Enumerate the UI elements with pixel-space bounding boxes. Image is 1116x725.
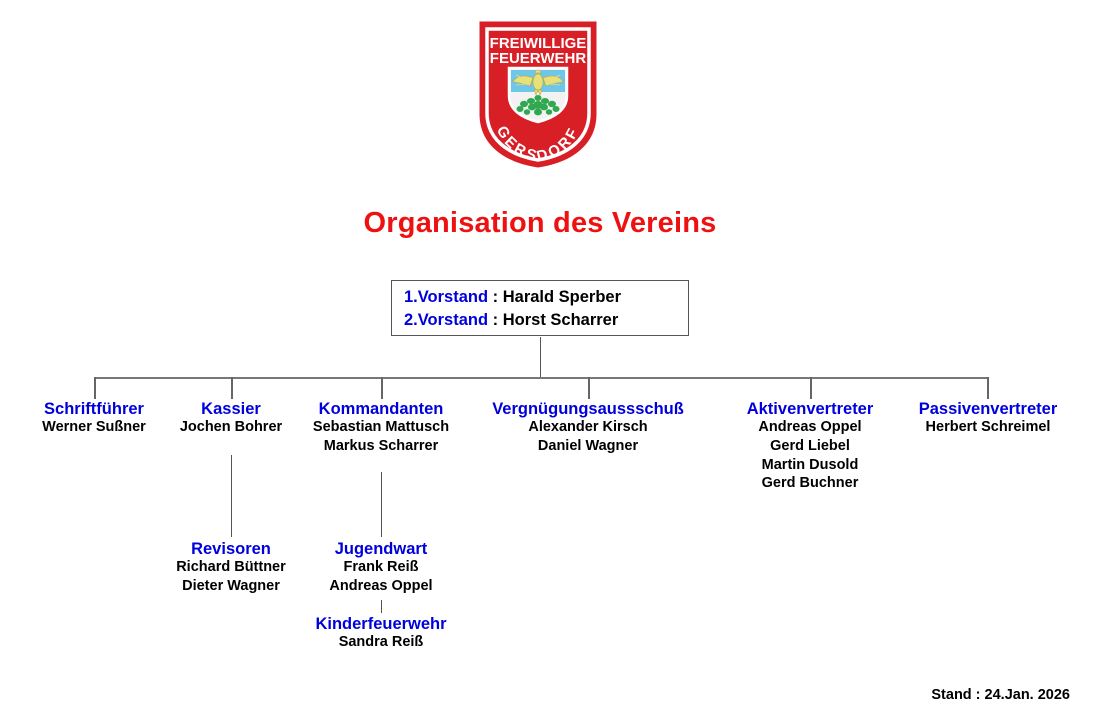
branch-member: Gerd Buchner	[761, 475, 859, 492]
date-stamp: Stand : 24.Jan. 2026	[931, 687, 1070, 703]
branch-aktivenvertreter: Aktivenvertreter Andreas Oppel Gerd Lieb…	[710, 400, 910, 493]
branch-member: Andreas Oppel	[758, 419, 862, 436]
connector-jugendwart-to-kinderfeuerwehr	[381, 600, 382, 613]
subbranch-revisoren: Revisoren Richard Büttner Dieter Wagner	[141, 540, 321, 596]
fire-brigade-crest-logo: FREIWILLIGE FEUERWEHR	[476, 18, 600, 170]
branch-title: Schriftführer	[44, 400, 144, 418]
vorstand-1-separator: :	[492, 288, 499, 306]
branch-member: Markus Scharrer	[323, 438, 439, 455]
connector-kassier-to-revisoren	[231, 455, 232, 537]
vorstand-2-label: 2.Vorstand	[404, 310, 489, 329]
crest-line-1-text: FREIWILLIGE	[490, 35, 587, 52]
vorstand-row-2: 2.Vorstand : Horst Scharrer	[392, 306, 688, 329]
connector-drop-vergnuegungsausschuss	[588, 377, 590, 399]
vorstand-row-1: 1.Vorstand : Harald Sperber	[392, 281, 688, 306]
branch-member: Herbert Schreimel	[925, 419, 1051, 436]
vorstand-1-label: 1.Vorstand	[404, 288, 489, 306]
branch-title: Aktivenvertreter	[746, 400, 874, 418]
branch-vergnuegungsausschuss: Vergnügungsaussschuß Alexander Kirsch Da…	[468, 400, 708, 456]
subbranch-member: Sandra Reiß	[338, 634, 424, 651]
branch-member: Jochen Bohrer	[179, 419, 283, 436]
branch-member: Daniel Wagner	[537, 438, 639, 455]
connector-drop-kommandanten	[381, 377, 383, 399]
branch-kassier: Kassier Jochen Bohrer	[141, 400, 321, 437]
branch-title: Kommandanten	[318, 400, 444, 418]
connector-drop-kassier	[231, 377, 233, 399]
connector-drop-aktivenvertreter	[810, 377, 812, 399]
subbranch-member: Andreas Oppel	[329, 578, 433, 595]
branch-member: Alexander Kirsch	[528, 419, 648, 436]
connector-root-stem	[540, 337, 541, 377]
subbranch-title: Kinderfeuerwehr	[315, 615, 447, 633]
branch-member: Gerd Liebel	[770, 438, 850, 455]
vorstand-box: 1.Vorstand : Harald Sperber 2.Vorstand :…	[391, 280, 689, 336]
branch-kommandanten: Kommandanten Sebastian Mattusch Markus S…	[276, 400, 486, 456]
vorstand-2-name: Horst Scharrer	[502, 310, 619, 329]
subbranch-kinderfeuerwehr: Kinderfeuerwehr Sandra Reiß	[281, 615, 481, 652]
subbranch-member: Frank Reiß	[343, 559, 419, 576]
branch-schriftfuehrer: Schriftführer Werner Sußner	[4, 400, 184, 437]
crest-escutcheon	[507, 66, 569, 124]
vorstand-2-separator: :	[492, 310, 499, 329]
subbranch-member: Richard Büttner	[176, 559, 286, 576]
branch-title: Kassier	[201, 400, 261, 418]
branch-member: Martin Dusold	[761, 456, 859, 473]
page-title: Organisation des Vereins	[363, 207, 717, 239]
connector-drop-schriftfuehrer	[94, 377, 96, 399]
branch-passivenvertreter: Passivenvertreter Herbert Schreimel	[891, 400, 1085, 437]
vorstand-1-name: Harald Sperber	[502, 288, 622, 306]
connector-horizontal-bus	[94, 377, 988, 379]
subbranch-title: Revisoren	[191, 540, 271, 558]
branch-title: Vergnügungsaussschuß	[492, 400, 684, 418]
branch-member: Werner Sußner	[42, 419, 146, 436]
branch-title: Passivenvertreter	[918, 400, 1058, 418]
subbranch-member: Dieter Wagner	[182, 578, 280, 595]
subbranch-jugendwart: Jugendwart Frank Reiß Andreas Oppel	[291, 540, 471, 596]
crest-line-2-text: FEUERWEHR	[490, 50, 587, 67]
branch-member: Sebastian Mattusch	[312, 419, 450, 436]
connector-kommandanten-to-jugendwart	[381, 472, 382, 537]
subbranch-title: Jugendwart	[334, 540, 428, 558]
connector-drop-passivenvertreter	[987, 377, 989, 399]
